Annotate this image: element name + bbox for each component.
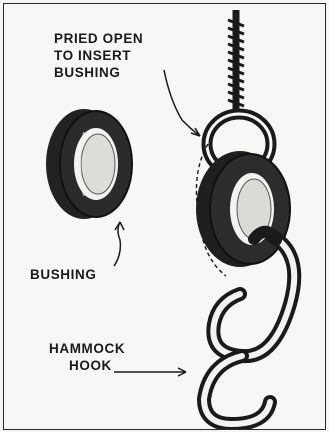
hammock-hook-line-2: HOOK: [49, 357, 125, 374]
diagram-frame: PRIED OPEN TO INSERT BUSHING BUSHING HAM…: [3, 3, 326, 430]
bushing-label: BUSHING: [30, 266, 96, 283]
pried-open-line-2: TO INSERT: [54, 47, 143, 64]
screw-drawing: [228, 10, 244, 114]
hammock-hook-line-1: HAMMOCK: [49, 340, 125, 357]
hammock-hook-label: HAMMOCK HOOK: [49, 340, 125, 374]
pried-open-line-3: BUSHING: [54, 64, 143, 81]
bushing-drawing: [46, 109, 132, 219]
pried-open-label: PRIED OPEN TO INSERT BUSHING: [54, 30, 143, 81]
installed-bushing-drawing: [196, 151, 290, 267]
leader-lines: [114, 70, 200, 376]
pried-open-line-1: PRIED OPEN: [54, 30, 143, 47]
